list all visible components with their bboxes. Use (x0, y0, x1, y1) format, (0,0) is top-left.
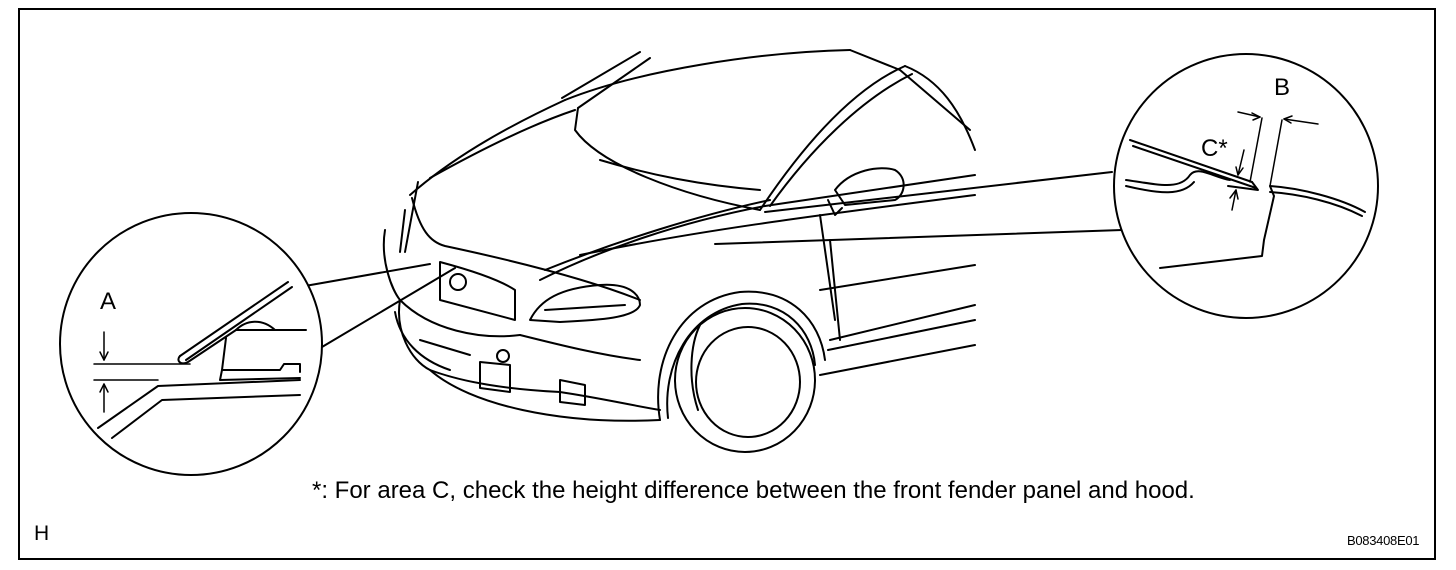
detail-circle-bc (714, 53, 1379, 319)
detail-circle-a (59, 212, 456, 476)
corner-code: H (34, 522, 50, 545)
car-illustration (382, 49, 976, 453)
footnote: *: For area C, check the height differen… (312, 477, 1195, 504)
dimension-label-a: A (100, 288, 117, 315)
dimension-label-b: B (1274, 74, 1291, 101)
figure-frame (18, 8, 1436, 560)
figure-id: B083408E01 (1347, 533, 1420, 548)
dimension-label-c: C* (1201, 135, 1228, 162)
